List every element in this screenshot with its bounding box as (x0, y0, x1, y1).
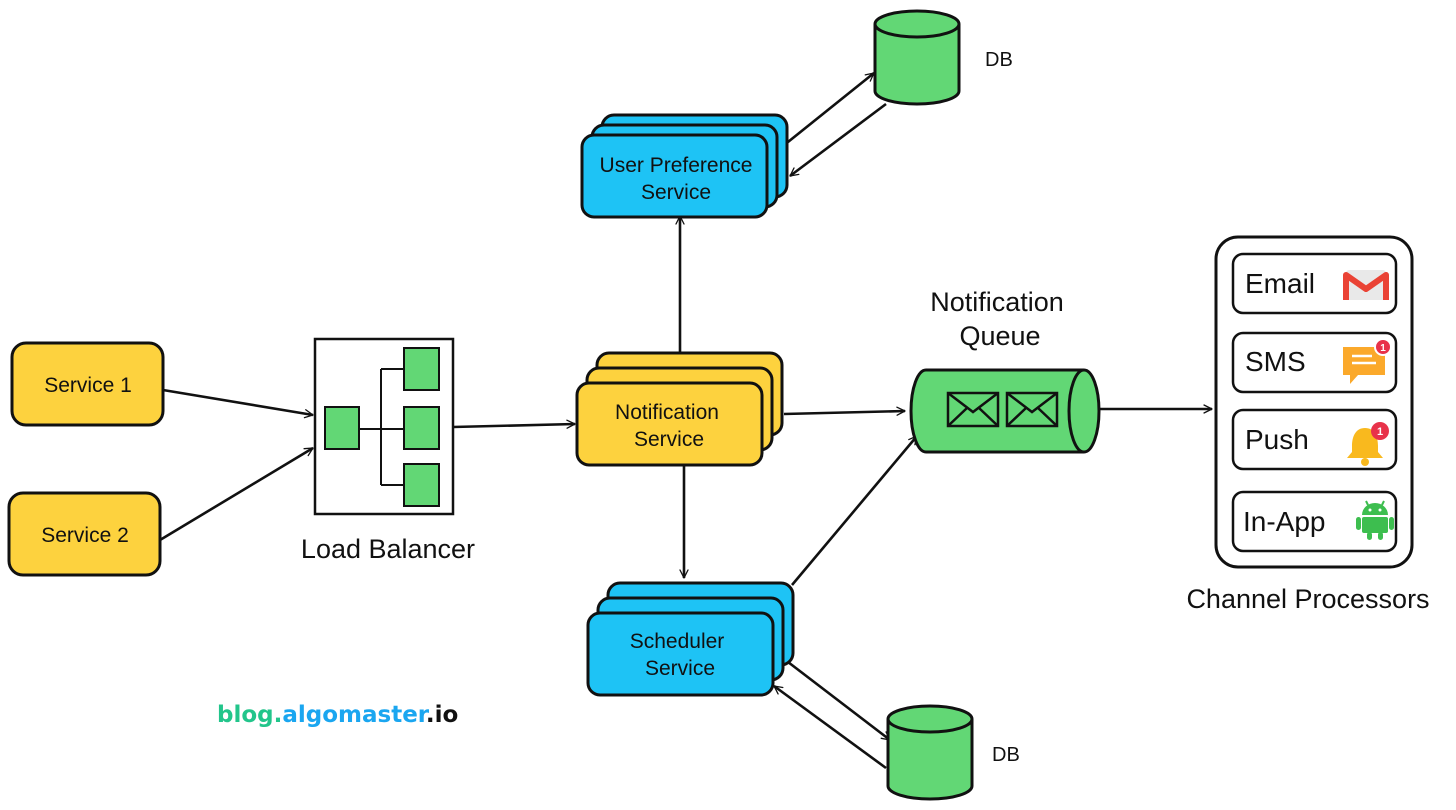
sms-badge (1374, 338, 1392, 356)
arrows (159, 71, 1213, 770)
arrow-notification-to-queue (783, 406, 906, 416)
arrow-userpref-to-db (777, 71, 875, 152)
channel-processors: Email SMS 1 Push 1 (1214, 235, 1414, 569)
load-balancer-label: Load Balancer (301, 534, 475, 564)
channel-inapp: In-App (1231, 490, 1398, 553)
gmail-icon (1343, 270, 1389, 300)
watermark-part3: .io (426, 702, 458, 728)
load-balancer (313, 337, 455, 516)
envelope-icon (1005, 391, 1059, 428)
channel-sms: SMS 1 (1231, 331, 1398, 394)
watermark: blog.algomaster.io (217, 702, 458, 728)
android-icon (1356, 500, 1394, 540)
channel-sms-label: SMS (1245, 346, 1306, 377)
channel-processors-label: Channel Processors (1186, 584, 1429, 614)
notification-queue (909, 368, 1101, 454)
scheduler-label-line1: Scheduler (630, 630, 725, 653)
database-bottom-label: DB (992, 744, 1020, 766)
envelope-icon (946, 391, 1000, 428)
queue-label-line1: Notification (930, 287, 1064, 317)
notification-service-label-line1: Notification (615, 401, 719, 424)
channel-email: Email (1231, 252, 1398, 315)
database-top (873, 9, 961, 106)
channel-email-label: Email (1245, 268, 1315, 299)
arrow-db-to-scheduler (773, 684, 887, 770)
push-badge-count: 1 (1377, 426, 1383, 438)
channel-inapp-label: In-App (1243, 506, 1326, 537)
service-2-label: Service 2 (41, 524, 129, 547)
arrow-lb-to-notification (452, 419, 576, 429)
service-1-box: Service 1 (10, 341, 165, 427)
push-badge (1371, 422, 1389, 440)
service-2-box: Service 2 (7, 491, 162, 577)
arrow-service1-to-lb (162, 388, 314, 419)
service-1-label: Service 1 (44, 374, 132, 397)
user-preference-label-line2: Service (641, 181, 711, 204)
notification-service-label-line2: Service (634, 428, 704, 451)
arrow-service2-to-lb (159, 446, 314, 542)
database-top-label: DB (985, 49, 1013, 71)
sms-badge-count: 1 (1380, 343, 1386, 354)
arrow-scheduler-to-db (787, 660, 891, 742)
user-preference-label-line1: User Preference (600, 154, 753, 177)
channel-push-label: Push (1245, 424, 1309, 455)
watermark-part2: algomaster (282, 702, 429, 728)
sms-chat-icon: 1 (1343, 338, 1392, 384)
watermark-part1: blog. (217, 702, 282, 728)
user-preference-service: User Preference Service (580, 113, 789, 219)
scheduler-service: Scheduler Service (586, 581, 795, 697)
arrow-scheduler-to-queue (791, 435, 918, 586)
arrow-db-to-userpref (789, 102, 887, 178)
channel-push: Push 1 (1231, 408, 1398, 471)
bell-icon: 1 (1347, 422, 1389, 466)
load-balancer-tree-icon (324, 347, 440, 507)
notification-service: Notification Service (575, 351, 784, 467)
queue-label-line2: Queue (959, 321, 1040, 351)
scheduler-label-line2: Service (645, 657, 715, 680)
database-bottom (886, 704, 974, 801)
